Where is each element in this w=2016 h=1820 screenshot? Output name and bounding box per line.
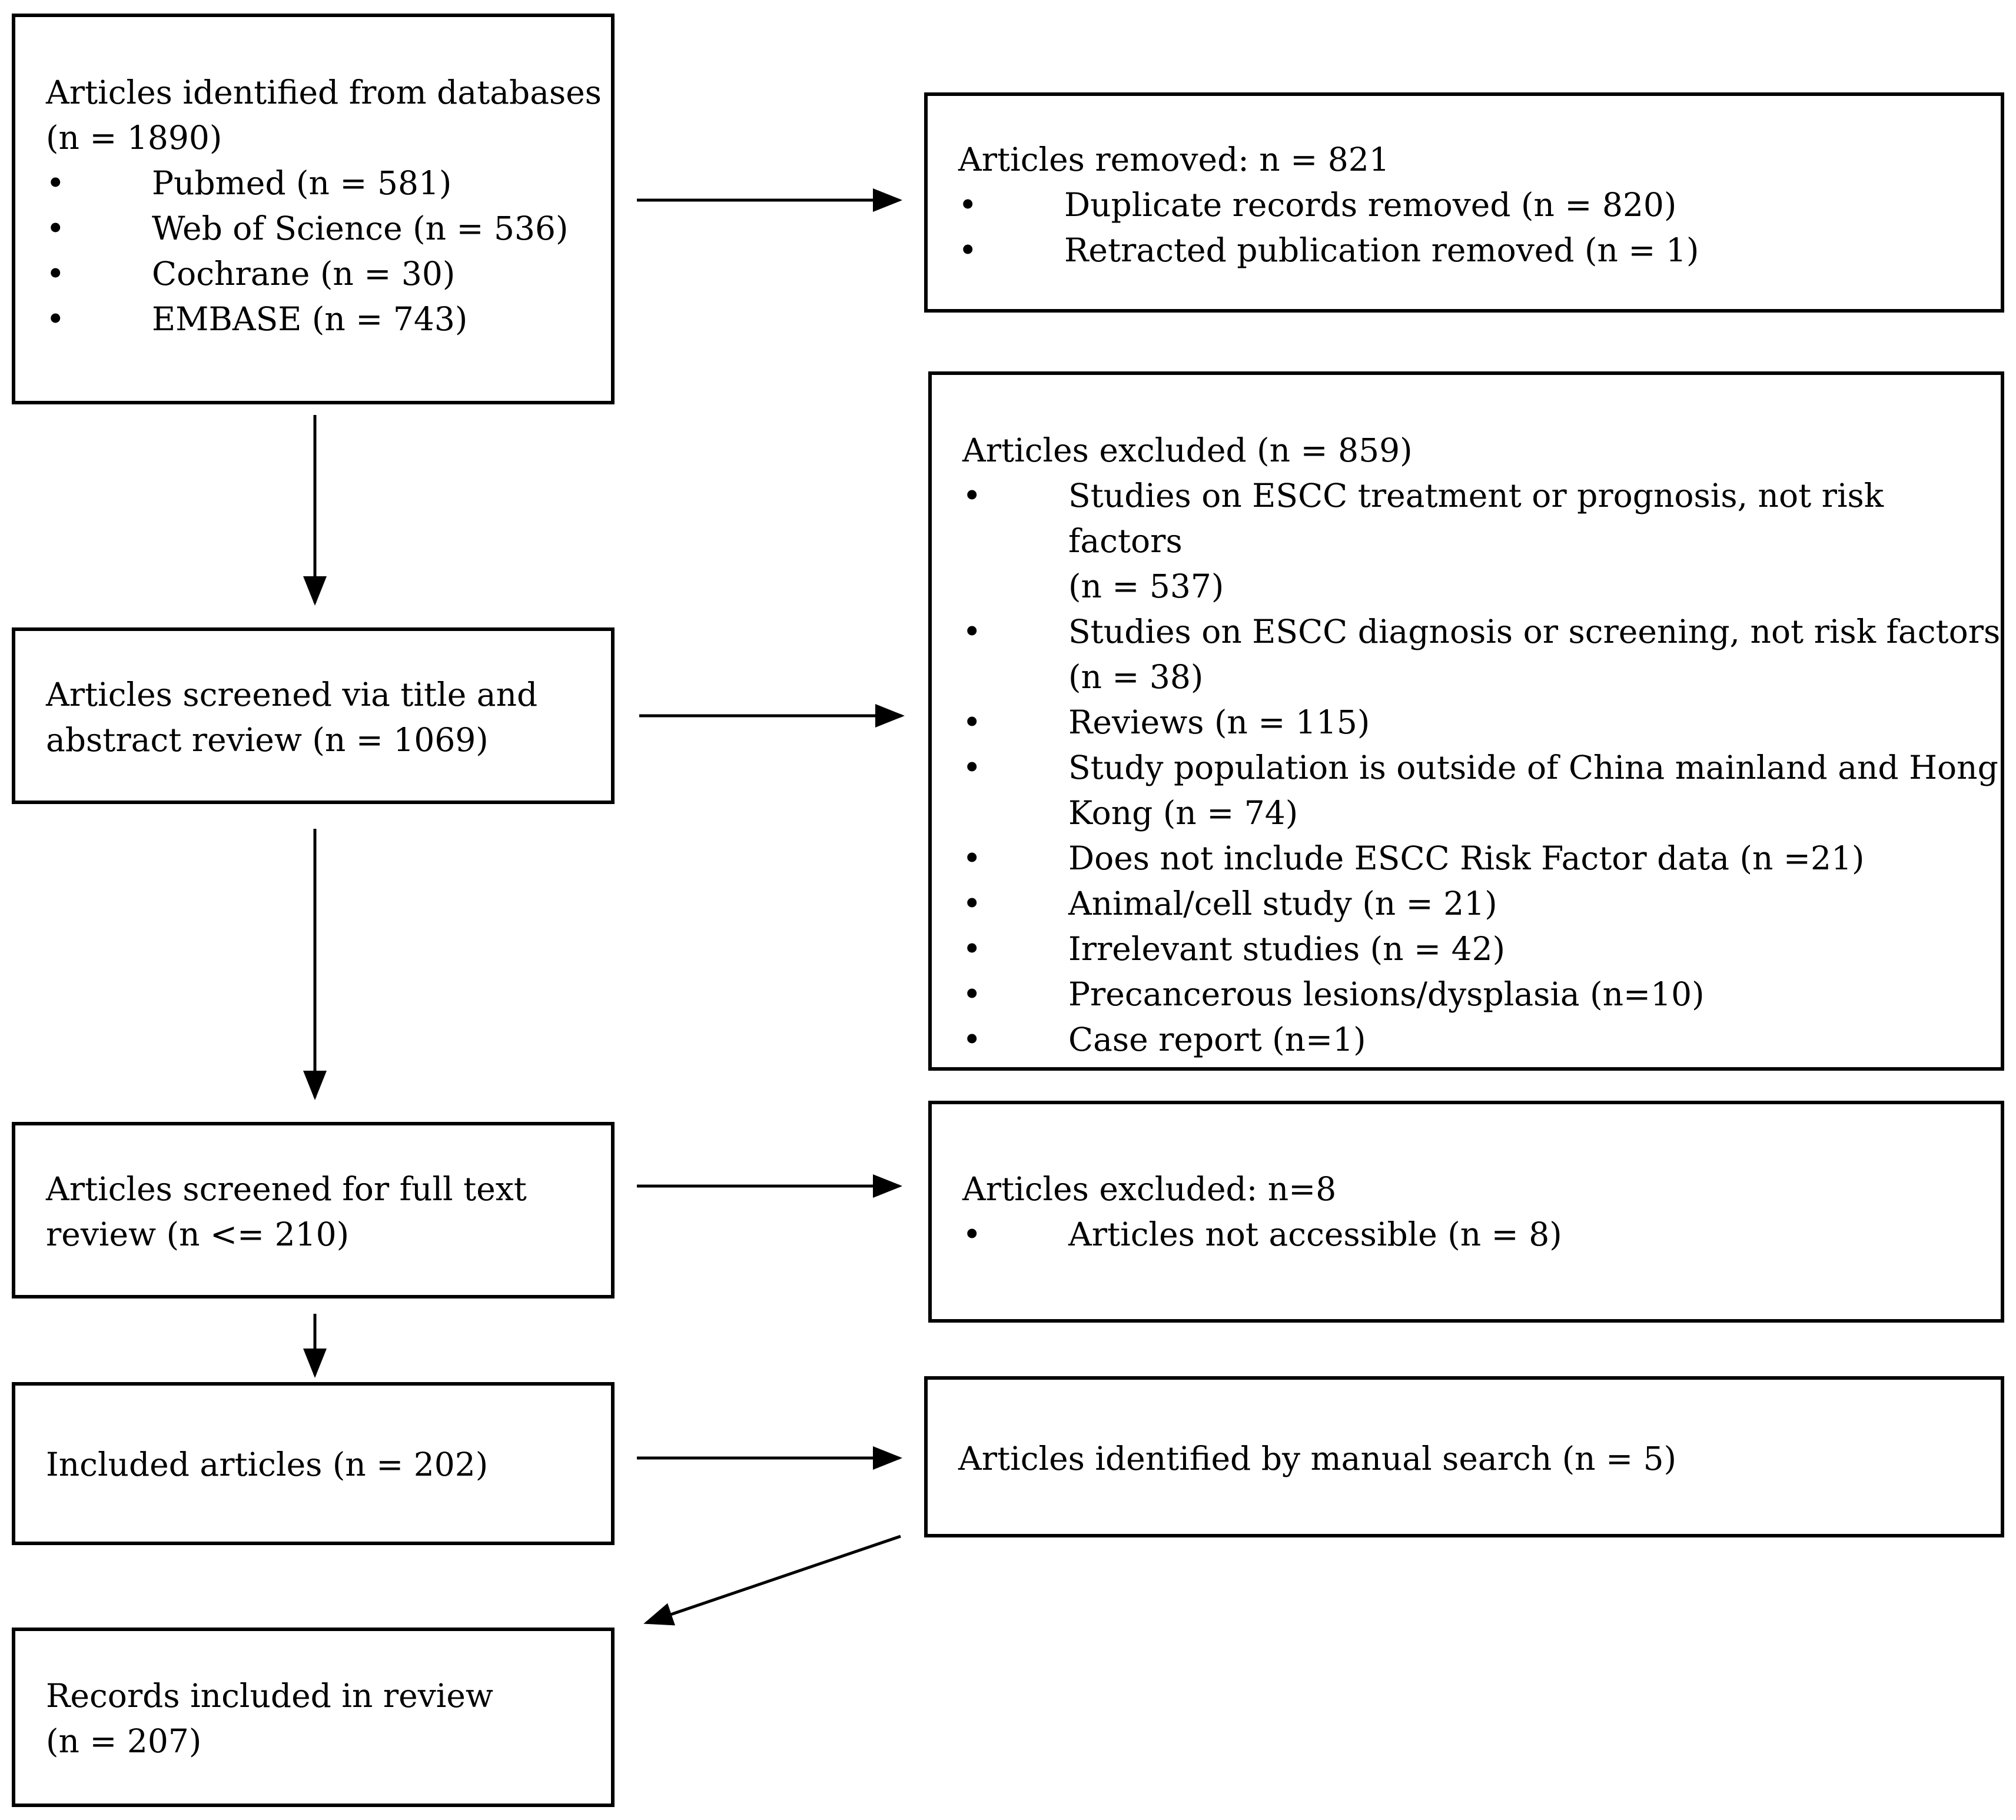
screened-full-line-2: review (n <= 210) <box>46 1215 350 1253</box>
list-item: •Animal/cell study (n = 21) <box>962 885 1497 922</box>
list-item: •Irrelevant studies (n = 42) <box>962 930 1506 968</box>
list-item: •Precancerous lesions/dysplasia (n=10) <box>962 975 1705 1013</box>
screened-title-box: Articles screened via title and abstract… <box>12 627 615 804</box>
screened-full-line-1: Articles screened for full text <box>46 1170 527 1208</box>
manual-search-box: Articles identified by manual search (n … <box>924 1376 2004 1537</box>
list-item: •Study population is outside of China ma… <box>962 749 1998 832</box>
included-box: Included articles (n = 202) <box>12 1382 615 1545</box>
screened-title-line-1: Articles screened via title and <box>46 676 538 713</box>
review-box: Records included in review (n = 207) <box>12 1628 615 1807</box>
excluded-title-list: •Studies on ESCC treatment or prognosis,… <box>962 473 2001 1062</box>
list-item: •Studies on ESCC treatment or prognosis,… <box>962 477 1884 605</box>
screened-title-line-2: abstract review (n = 1069) <box>46 721 489 759</box>
list-item: •Does not include ESCC Risk Factor data … <box>962 839 1865 877</box>
review-line-2: (n = 207) <box>46 1722 202 1760</box>
excluded-title-heading: Articles excluded (n = 859) <box>962 431 1413 469</box>
removed-heading: Articles removed: n = 821 <box>958 141 1390 178</box>
excluded-full-box: Articles excluded: n=8 •Articles not acc… <box>928 1101 2004 1323</box>
removed-list: •Duplicate records removed (n = 820) •Re… <box>958 182 1699 273</box>
list-item: •EMBASE (n = 743) <box>46 300 468 338</box>
list-item: •Pubmed (n = 581) <box>46 164 452 202</box>
list-item: •Articles not accessible (n = 8) <box>962 1215 1562 1253</box>
list-item: •Reviews (n = 115) <box>962 703 1370 741</box>
identified-heading: Articles identified from databases <box>46 74 602 111</box>
list-item: •Studies on ESCC diagnosis or screening,… <box>962 613 2001 696</box>
manual-search-line: Articles identified by manual search (n … <box>958 1440 1677 1477</box>
identified-count: (n = 1890) <box>46 119 222 157</box>
excluded-full-list: •Articles not accessible (n = 8) <box>962 1212 1562 1257</box>
list-item: •Retracted publication removed (n = 1) <box>958 231 1699 269</box>
list-item: •Duplicate records removed (n = 820) <box>958 186 1677 224</box>
list-item: •Web of Science (n = 536) <box>46 210 569 247</box>
review-line-1: Records included in review <box>46 1677 493 1715</box>
included-line: Included articles (n = 202) <box>46 1446 489 1483</box>
list-item: •Cochrane (n = 30) <box>46 255 456 293</box>
screened-full-box: Articles screened for full text review (… <box>12 1122 615 1298</box>
arrow-manual-to-review <box>643 1535 901 1626</box>
excluded-title-box: Articles excluded (n = 859) •Studies on … <box>928 371 2004 1071</box>
list-item: •Case report (n=1) <box>962 1021 1366 1058</box>
identified-box: Articles identified from databases (n = … <box>12 14 615 404</box>
identified-list: •Pubmed (n = 581) •Web of Science (n = 5… <box>46 161 602 342</box>
excluded-full-heading: Articles excluded: n=8 <box>962 1170 1337 1208</box>
removed-box: Articles removed: n = 821 •Duplicate rec… <box>924 92 2004 313</box>
